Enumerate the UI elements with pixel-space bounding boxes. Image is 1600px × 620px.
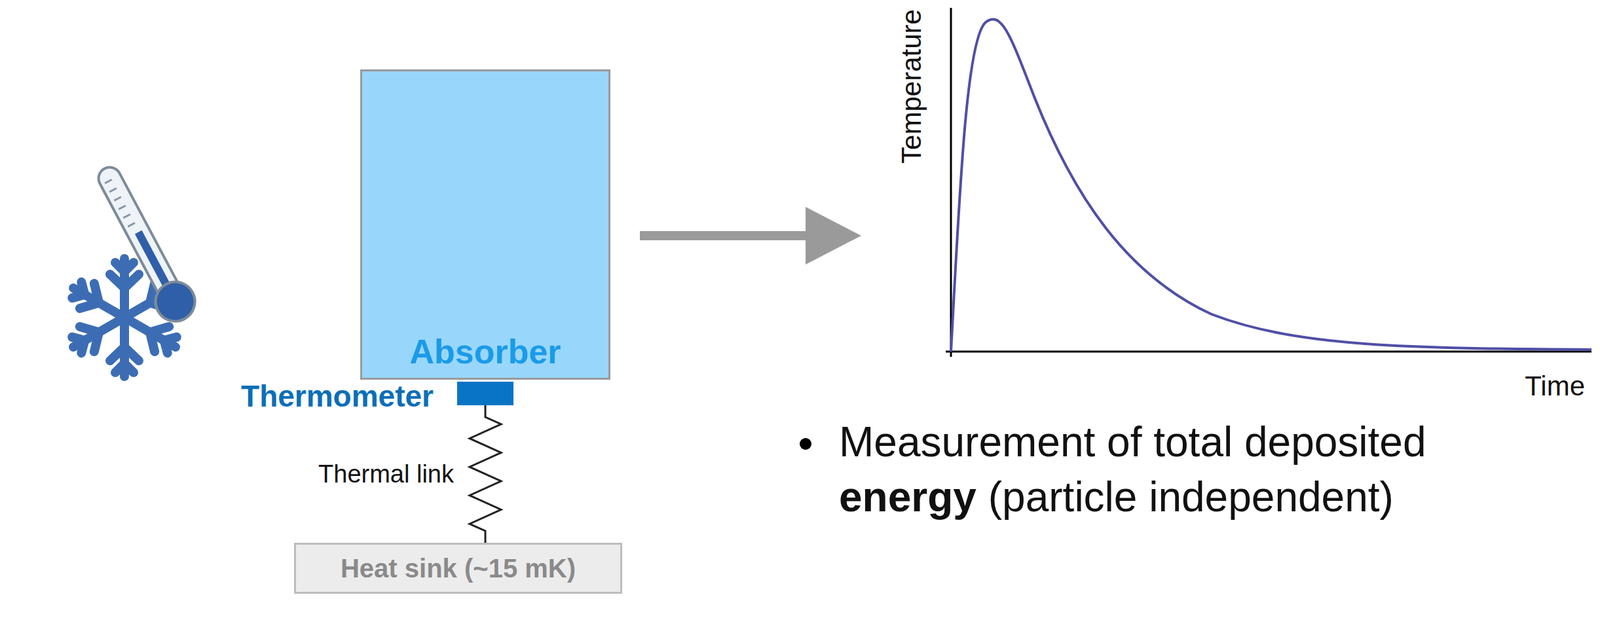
bullet-line: Measurement of total deposited bbox=[838, 417, 1438, 467]
edge-label: Thermal link bbox=[318, 460, 454, 489]
thermal-link-spring bbox=[469, 405, 502, 543]
node-label: Thermometer bbox=[241, 378, 434, 414]
thermometer-sensor: Thermometer bbox=[457, 381, 514, 406]
node-label: Absorber bbox=[409, 332, 561, 372]
absorber-box: Absorber bbox=[360, 69, 611, 380]
axis-label: Time bbox=[1524, 370, 1585, 403]
bullet-text: (particle independent) bbox=[988, 473, 1394, 521]
heat-sink-box: Heat sink (~15 mK) bbox=[294, 542, 623, 595]
bullet-text: energy bbox=[838, 473, 977, 521]
axis-label: Temperature bbox=[895, 9, 928, 164]
bullet-dot bbox=[799, 438, 812, 450]
flow-arrow bbox=[639, 206, 862, 265]
node-label: Heat sink (~15 mK) bbox=[340, 554, 576, 584]
pulse-chart bbox=[945, 7, 1592, 357]
bullet-line: energy(particle independent) bbox=[838, 472, 1406, 522]
cold-icon bbox=[66, 159, 202, 377]
bullet-text: Measurement of total deposited bbox=[838, 418, 1427, 466]
